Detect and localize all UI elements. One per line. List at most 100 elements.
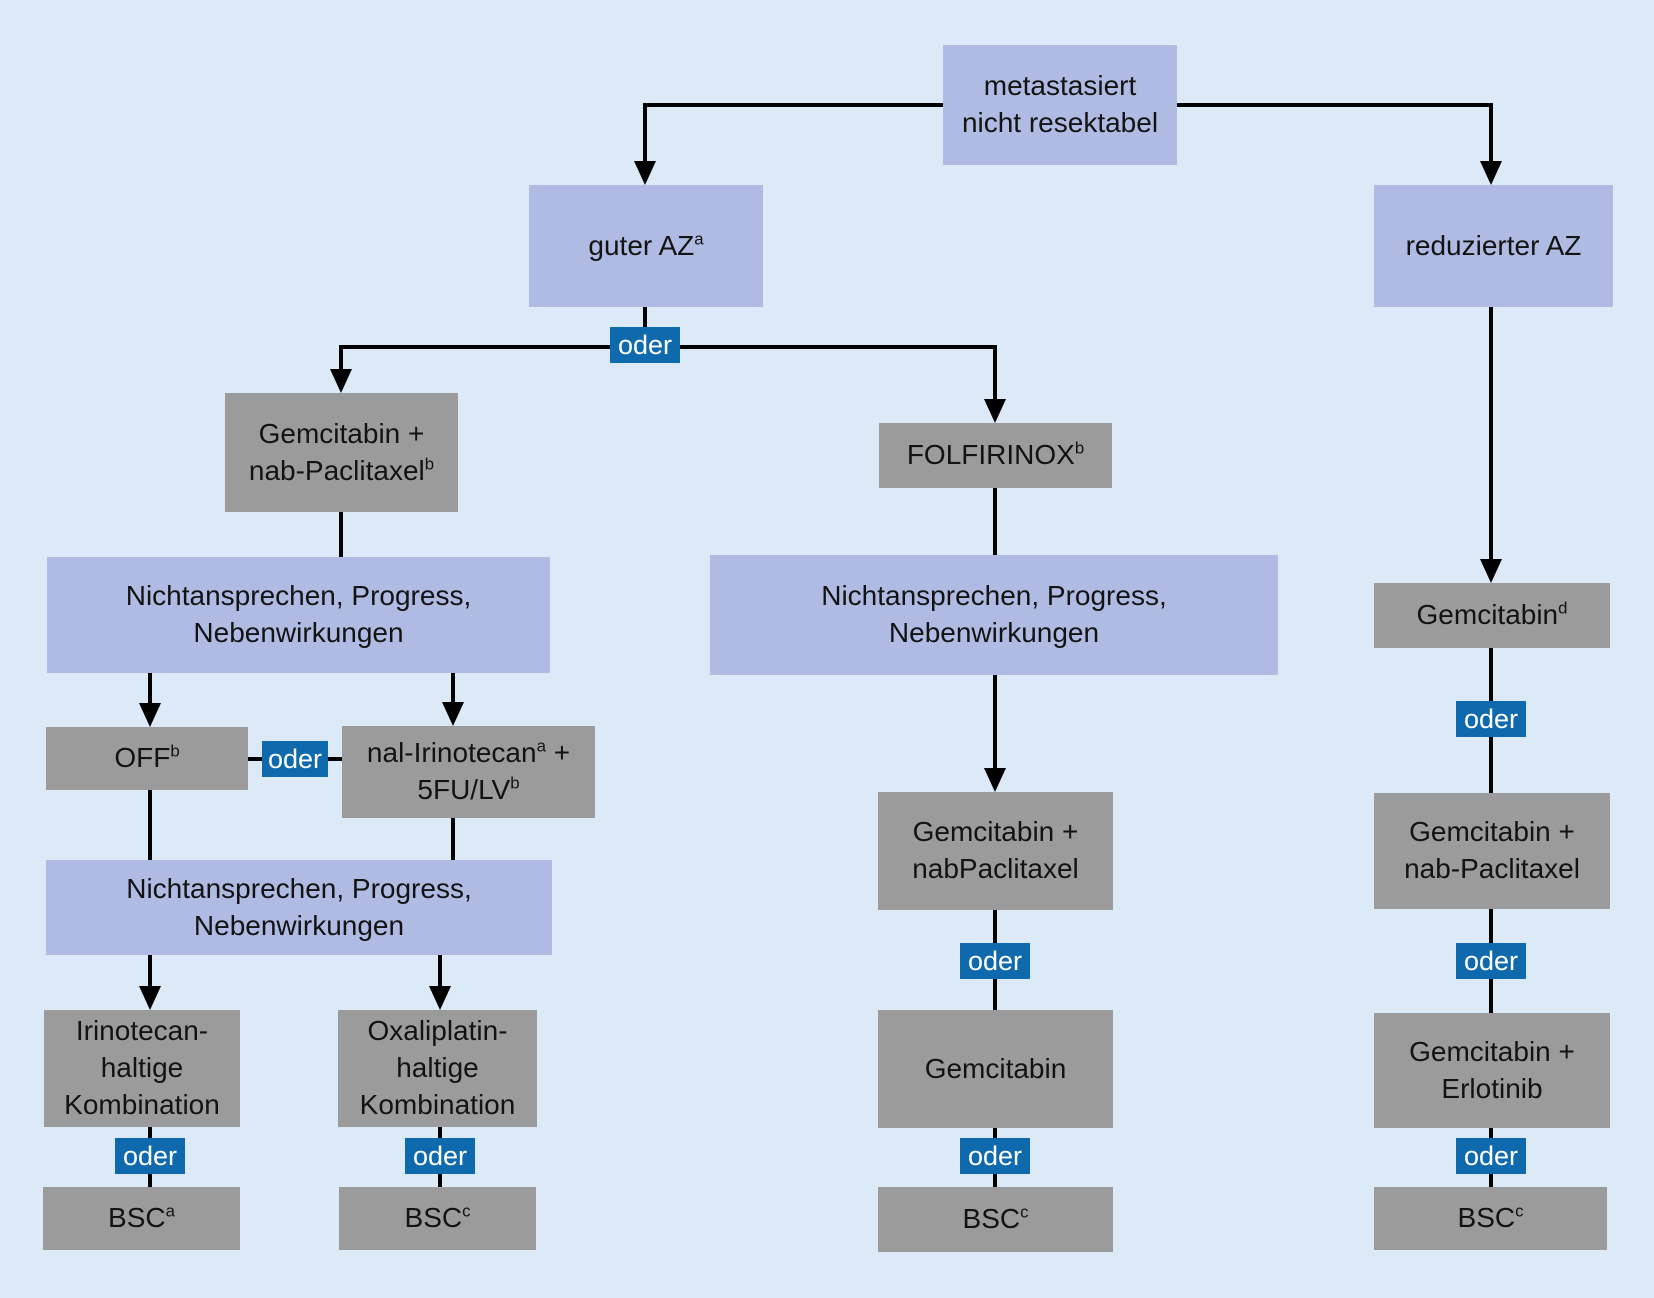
connector-line [339, 512, 343, 557]
arrowhead-icon [634, 161, 656, 185]
node-bsc-a: BSCa [43, 1187, 240, 1250]
node-nichtansprechen-2: Nichtansprechen, Progress, Nebenwirkunge… [46, 860, 552, 955]
footnote-marker: c [1020, 1202, 1029, 1222]
footnote-marker: c [1515, 1201, 1524, 1221]
node-off: OFFb [46, 727, 248, 790]
footnote-marker: b [1074, 438, 1085, 458]
connector-line [451, 673, 455, 705]
node-text: metastasiert [983, 70, 1137, 102]
arrowhead-icon [984, 768, 1006, 792]
node-gemcitabin-nabpaclitaxel-2: Gemcitabin + nabPaclitaxel [878, 792, 1113, 910]
node-text: nal-Irinotecan [366, 737, 537, 769]
arrowhead-icon [1480, 559, 1502, 583]
node-text: Nichtansprechen, Progress, [821, 580, 1167, 612]
node-reduzierter-az: reduzierter AZ [1374, 185, 1613, 307]
connector-label-oder: oder [115, 1138, 185, 1174]
connector-line [451, 818, 455, 860]
node-folfirinox: FOLFIRINOXb [879, 423, 1112, 488]
node-text: BSC [404, 1202, 463, 1234]
node-text: FOLFIRINOX [906, 439, 1075, 471]
footnote-marker: b [510, 773, 520, 793]
node-text: BSC [1457, 1202, 1516, 1234]
connector-label-oder: oder [262, 741, 328, 777]
node-text: + [545, 737, 571, 769]
node-gemcitabin-d: Gemcitabind [1374, 583, 1610, 648]
connector-line [148, 673, 152, 706]
connector-line [148, 790, 152, 860]
node-text: Gemcitabin [924, 1052, 1067, 1084]
footnote-marker: a [694, 229, 704, 249]
arrowhead-icon [1480, 161, 1502, 185]
node-text: Nebenwirkungen [888, 617, 1100, 648]
node-text: nicht resektabel [961, 107, 1159, 138]
node-metastasiert-nicht-resektabel: metastasiert nicht resektabel [943, 45, 1177, 165]
node-text: reduzierter AZ [1405, 229, 1582, 261]
node-text: Nichtansprechen, Progress, [126, 872, 472, 904]
node-text: haltige [100, 1052, 184, 1084]
node-text: guter AZ [588, 229, 695, 261]
footnote-marker: b [170, 741, 180, 761]
node-oxaliplatin-haltige-kombination: Oxaliplatin- haltige Kombination [338, 1010, 537, 1127]
node-text: Gemcitabin + [1409, 1035, 1575, 1067]
node-text: nab-Paclitaxel [248, 454, 425, 486]
node-text: Gemcitabin + [258, 417, 425, 449]
node-gemcitabin-nab-paclitaxel-3: Gemcitabin + nab-Paclitaxel [1374, 793, 1610, 909]
connector-label-oder: oder [1456, 701, 1526, 737]
node-nichtansprechen-3: Nichtansprechen, Progress, Nebenwirkunge… [710, 555, 1278, 675]
connector-label-oder: oder [405, 1138, 475, 1174]
node-text: Irinotecan- [75, 1015, 209, 1047]
connector-label-oder: oder [1456, 1138, 1526, 1174]
connector-label-oder: oder [960, 943, 1030, 979]
node-text: Nebenwirkungen [193, 909, 405, 941]
node-text: Oxaliplatin- [367, 1015, 508, 1047]
node-nal-irinotecan-5fu-lv: nal-Irinotecana + 5FU/LVb [342, 726, 595, 818]
node-text: haltige [396, 1052, 479, 1084]
arrowhead-icon [984, 399, 1006, 423]
footnote-marker: d [1558, 598, 1568, 618]
node-gemcitabin-nab-paclitaxel-1: Gemcitabin + nab-Paclitaxelb [225, 393, 458, 512]
node-text: Gemcitabin [1416, 599, 1559, 631]
node-irinotecan-haltige-kombination: Irinotecan- haltige Kombination [44, 1010, 240, 1127]
connector-line [993, 488, 997, 555]
footnote-marker: a [536, 736, 546, 756]
node-bsc-c-2: BSCc [878, 1187, 1113, 1252]
footnote-marker: a [165, 1201, 175, 1221]
footnote-marker: c [462, 1201, 471, 1221]
node-text: BSC [108, 1202, 166, 1234]
connector-line [1489, 307, 1493, 562]
connector-line [1489, 103, 1493, 163]
node-text: OFF [114, 742, 171, 774]
node-gemcitabin-erlotinib: Gemcitabin + Erlotinib [1374, 1013, 1610, 1128]
node-gemcitabin-1: Gemcitabin [878, 1010, 1113, 1128]
node-text: nab-Paclitaxel [1404, 853, 1580, 884]
node-text: Gemcitabin + [1409, 816, 1575, 848]
node-text: Kombination [359, 1088, 516, 1120]
node-text: 5FU/LV [417, 774, 511, 805]
connector-line [438, 955, 442, 989]
footnote-marker: b [424, 454, 435, 474]
node-text: Kombination [64, 1088, 220, 1120]
node-bsc-c-1: BSCc [339, 1187, 536, 1250]
connector-line [993, 675, 997, 771]
node-nichtansprechen-1: Nichtansprechen, Progress, Nebenwirkunge… [47, 557, 550, 673]
arrowhead-icon [139, 986, 161, 1010]
connector-line [1177, 103, 1493, 107]
connector-label-oder: oder [610, 327, 680, 363]
arrowhead-icon [442, 702, 464, 726]
node-guter-az: guter AZa [529, 185, 763, 307]
node-text: Nichtansprechen, Progress, [125, 580, 472, 612]
connector-line [993, 345, 997, 403]
arrowhead-icon [139, 703, 161, 727]
node-bsc-c-3: BSCc [1374, 1187, 1607, 1250]
connector-label-oder: oder [960, 1138, 1030, 1174]
node-text: Erlotinib [1441, 1072, 1543, 1104]
node-text: Nebenwirkungen [193, 617, 404, 648]
node-text: Gemcitabin + [912, 816, 1079, 848]
node-text: nabPaclitaxel [912, 853, 1079, 884]
connector-line [643, 103, 943, 107]
arrowhead-icon [429, 986, 451, 1010]
connector-label-oder: oder [1456, 943, 1526, 979]
connector-line [148, 955, 152, 989]
node-text: BSC [962, 1203, 1021, 1235]
